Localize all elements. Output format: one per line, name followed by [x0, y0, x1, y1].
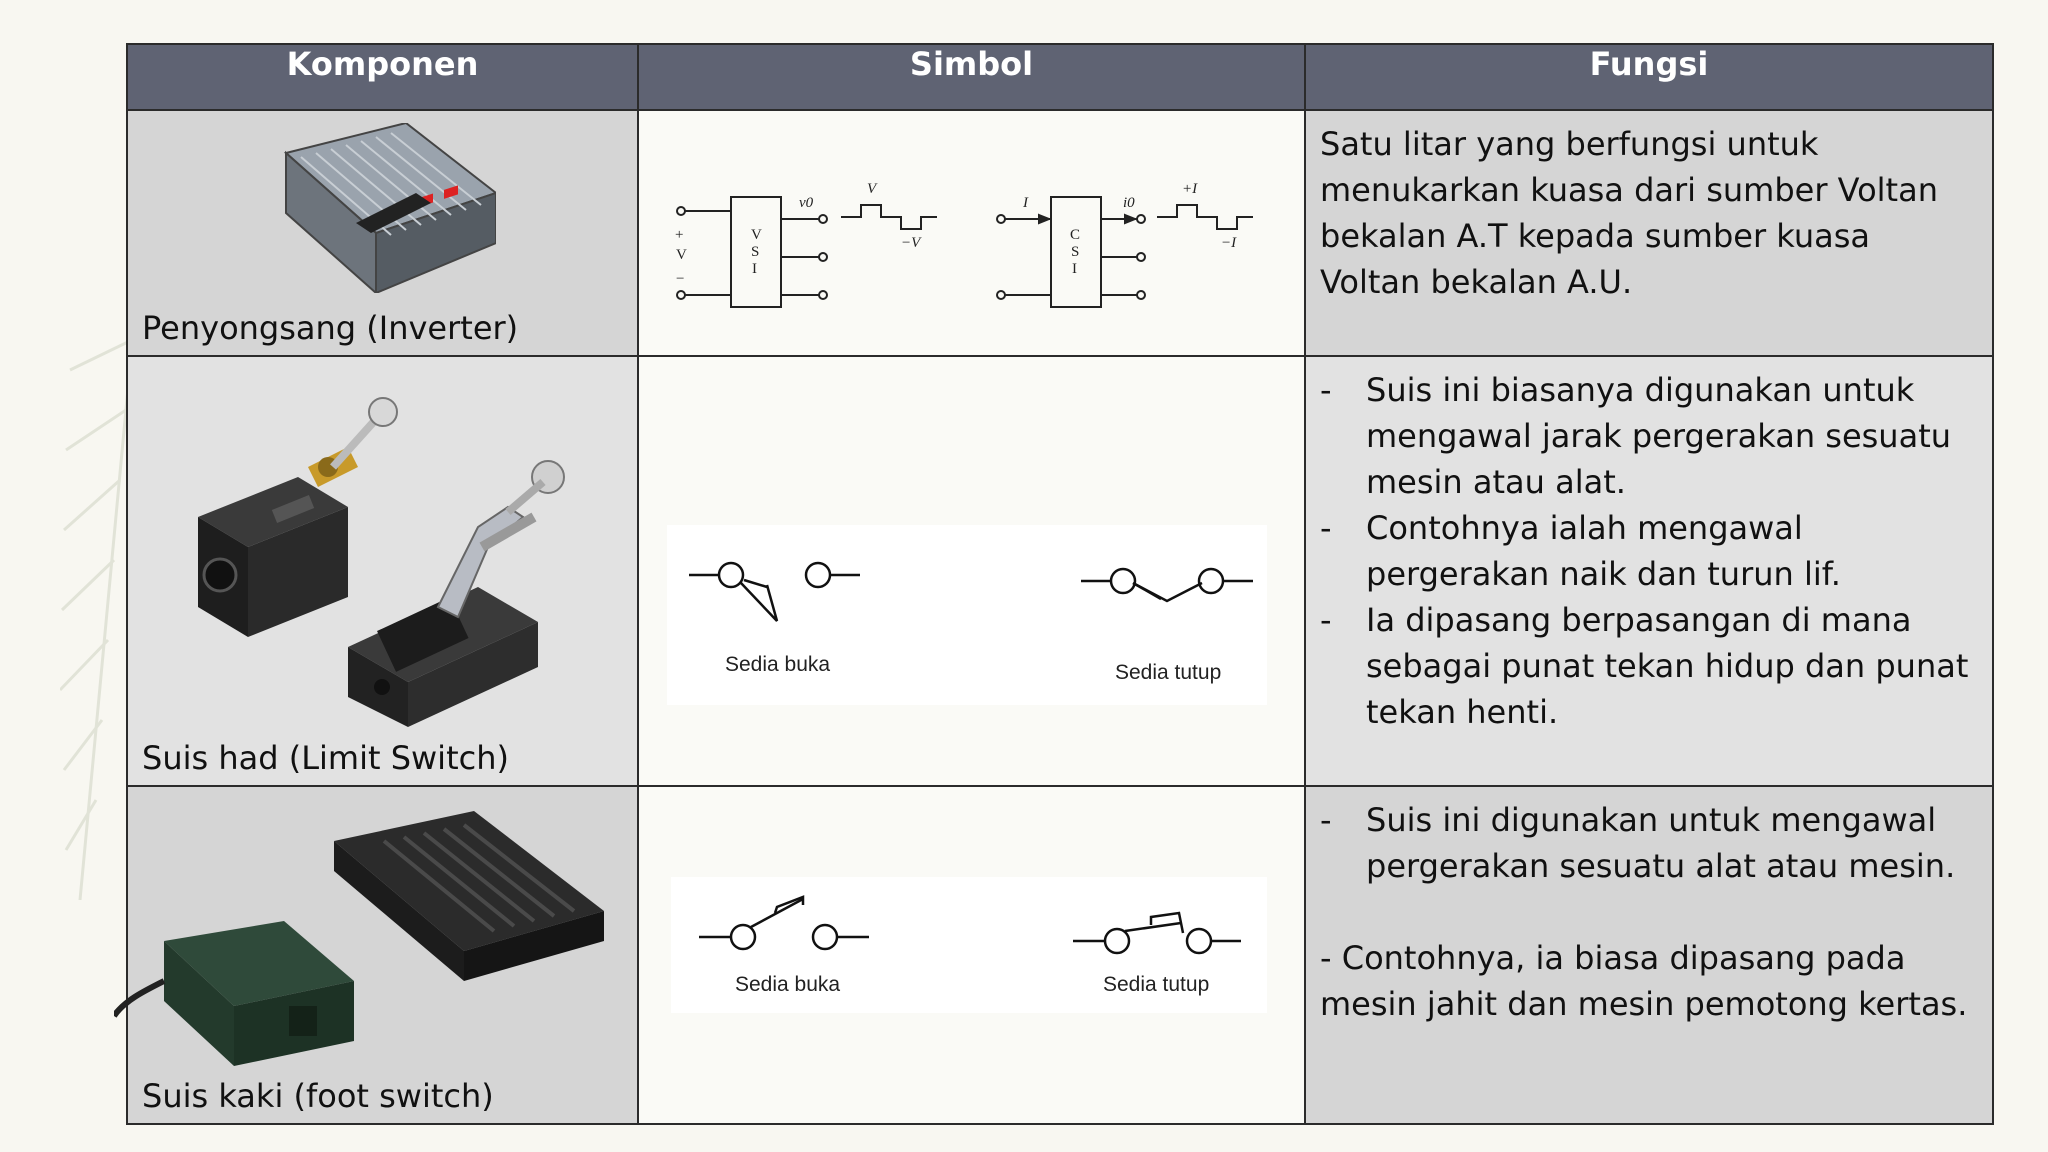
vsi-symbol [676, 196, 937, 308]
function-text-inverter: Satu litar yang berfungsi untuk menukark… [1320, 125, 1938, 301]
svg-text:C: C [1070, 227, 1080, 243]
component-cell-inverter: Penyongsang (Inverter) [126, 109, 639, 357]
limit-switch-caption-no: Sedia buka [725, 653, 831, 676]
svg-text:+I: +I [1182, 181, 1198, 197]
list-item: -Ia dipasang berpasangan di mana sebagai… [1320, 601, 1969, 731]
symbol-cell-inverter: + V − V S I v0 V −V [637, 109, 1306, 357]
component-cell-limit-switch: Suis had (Limit Switch) [126, 355, 639, 787]
component-label-limit-switch: Suis had (Limit Switch) [142, 739, 509, 777]
svg-text:−V: −V [901, 235, 922, 251]
list-item: -Suis ini biasanya digunakan untuk menga… [1320, 371, 1952, 501]
function-cell-limit-switch: -Suis ini biasanya digunakan untuk menga… [1304, 355, 1994, 787]
svg-text:V: V [867, 181, 878, 197]
foot-switch-device-icon [114, 811, 604, 1066]
table-header-row: Komponen Simbol Fungsi [126, 43, 1994, 111]
svg-text:I: I [1072, 261, 1077, 277]
components-table: Komponen Simbol Fungsi [114, 43, 1994, 1125]
limit-switch-device-icon [198, 397, 565, 727]
function-cell-inverter: Satu litar yang berfungsi untuk menukark… [1304, 109, 1994, 357]
function-cell-foot-switch: -Suis ini digunakan untuk mengawal perge… [1304, 785, 1994, 1125]
limit-switch-symbols [689, 561, 1253, 622]
component-cell-foot-switch: Suis kaki (foot switch) [114, 785, 639, 1125]
table-row: Suis kaki (foot switch) [114, 785, 1994, 1125]
svg-text:v0: v0 [799, 195, 814, 211]
function-list-foot-switch: -Suis ini digunakan untuk mengawal perge… [1320, 797, 1978, 889]
header-fungsi: Fungsi [1304, 43, 1994, 111]
inverter-device-icon [283, 123, 496, 293]
foot-switch-caption-no: Sedia buka [735, 973, 841, 996]
limit-switch-caption-nc: Sedia tutup [1115, 661, 1222, 684]
function-text-foot-switch: - Contohnya, ia biasa dipasang pada mesi… [1320, 939, 1968, 1023]
function-list-limit-switch: -Suis ini biasanya digunakan untuk menga… [1320, 367, 1978, 735]
foot-switch-symbols [699, 895, 1241, 955]
inverter-symbol-diagram: + V − V S I v0 V −V [675, 181, 1253, 308]
svg-text:−I: −I [1221, 235, 1237, 251]
svg-text:I: I [752, 261, 757, 277]
limit-switch-symbol-panel: Sedia buka Sedia tutup [667, 525, 1267, 705]
csi-symbol [996, 196, 1253, 308]
foot-switch-symbol-panel: Sedia buka Sedia tutup [671, 877, 1267, 1013]
symbol-cell-limit-switch: Sedia buka Sedia tutup [637, 355, 1306, 787]
svg-text:i0: i0 [1123, 195, 1135, 211]
table-row: Suis had (Limit Switch) [126, 355, 1994, 787]
list-item: -Contohnya ialah mengawal pergerakan nai… [1320, 509, 1841, 593]
svg-text:V: V [751, 227, 762, 243]
svg-text:S: S [1071, 244, 1079, 260]
symbol-cell-foot-switch: Sedia buka Sedia tutup [637, 785, 1306, 1125]
svg-text:V: V [676, 247, 687, 263]
component-label-foot-switch: Suis kaki (foot switch) [142, 1077, 494, 1115]
svg-text:I: I [1022, 195, 1029, 211]
svg-text:−: − [676, 271, 684, 287]
svg-text:S: S [751, 244, 759, 260]
foot-switch-caption-nc: Sedia tutup [1103, 973, 1210, 996]
list-item: -Suis ini digunakan untuk mengawal perge… [1320, 801, 1956, 885]
table-row: Penyongsang (Inverter) + [126, 109, 1994, 357]
header-simbol: Simbol [637, 43, 1306, 111]
component-label-inverter: Penyongsang (Inverter) [142, 309, 519, 347]
header-komponen: Komponen [126, 43, 639, 111]
svg-text:+: + [675, 227, 683, 243]
